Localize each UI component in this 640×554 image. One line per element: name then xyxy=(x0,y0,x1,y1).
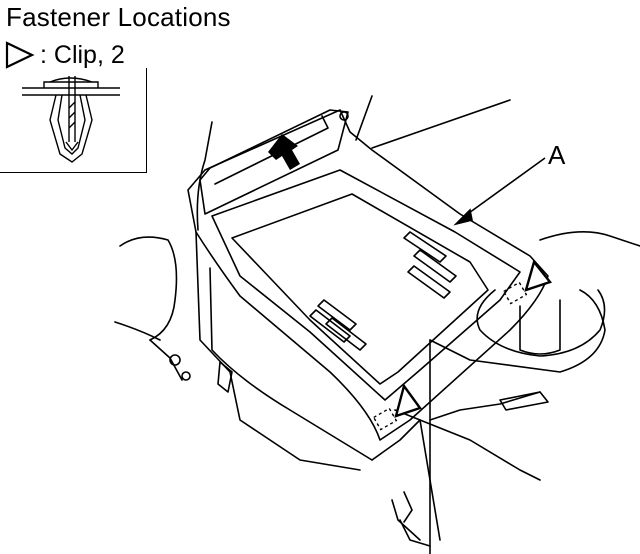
callout-label-a: A xyxy=(548,140,566,170)
clip-marker-2 xyxy=(524,259,553,292)
fastener-legend: : Clip, 2 xyxy=(4,40,125,70)
legend-label: : Clip, 2 xyxy=(40,40,125,69)
clip-marker-1 xyxy=(394,383,422,418)
undercover-tray-outline xyxy=(187,109,549,441)
removal-direction-arrow xyxy=(268,134,300,170)
callout-leader xyxy=(453,157,546,226)
page-title: Fastener Locations xyxy=(6,2,231,32)
clip-detail-drawing xyxy=(22,76,120,163)
clip-detail-inset xyxy=(0,68,147,173)
open-triangle-icon xyxy=(5,41,35,69)
